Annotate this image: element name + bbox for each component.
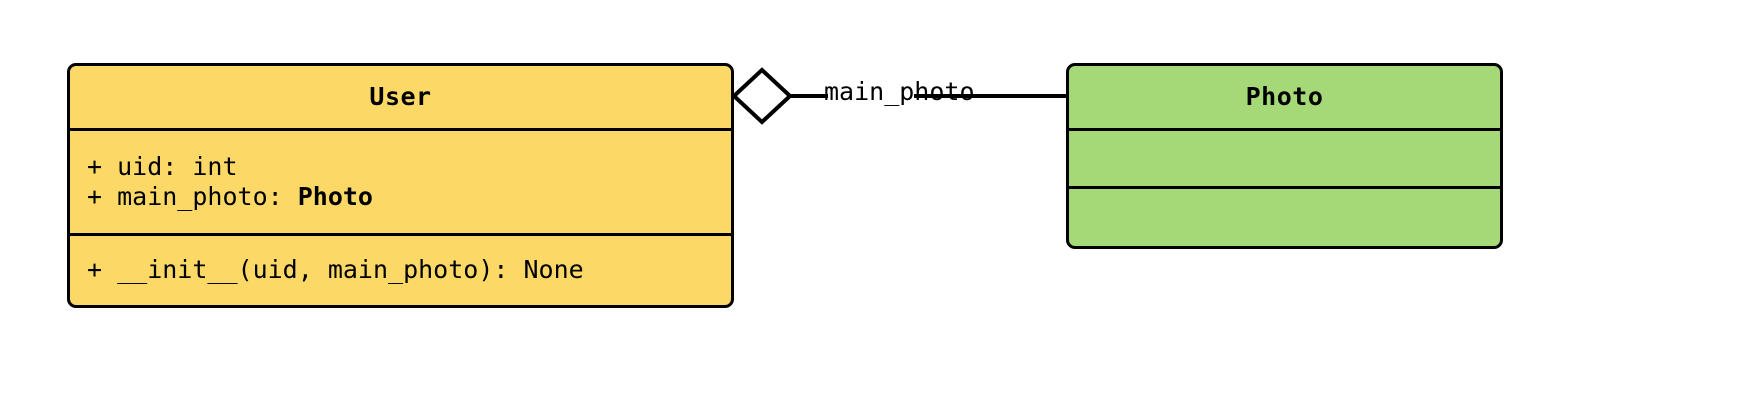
class-photo-title-compartment: Photo bbox=[1069, 66, 1500, 128]
class-user-method-init: + __init__(uid, main_photo): None bbox=[87, 255, 584, 285]
class-user-attribute-main-photo-type: Photo bbox=[297, 182, 373, 211]
class-user-name: User bbox=[369, 82, 432, 112]
class-user-attribute-main-photo: + main_photo: Photo bbox=[70, 182, 731, 213]
class-photo-name: Photo bbox=[1245, 82, 1324, 112]
aggregation-diamond-icon bbox=[731, 67, 793, 125]
uml-class-user[interactable]: User + uid: int + main_photo: Photo + __… bbox=[67, 63, 734, 308]
class-user-attributes-compartment: + uid: int + main_photo: Photo bbox=[70, 128, 731, 233]
class-photo-methods-compartment bbox=[1069, 186, 1500, 246]
class-user-attribute-main-photo-text: + main_photo: bbox=[87, 182, 298, 211]
class-user-title-compartment: User bbox=[70, 66, 731, 128]
class-photo-attributes-compartment bbox=[1069, 128, 1500, 186]
class-user-attribute-uid: + uid: int bbox=[87, 151, 238, 181]
uml-class-photo[interactable]: Photo bbox=[1066, 63, 1503, 249]
association-label-main-photo: main_photo bbox=[824, 77, 975, 106]
class-user-methods-compartment: + __init__(uid, main_photo): None bbox=[70, 233, 731, 305]
